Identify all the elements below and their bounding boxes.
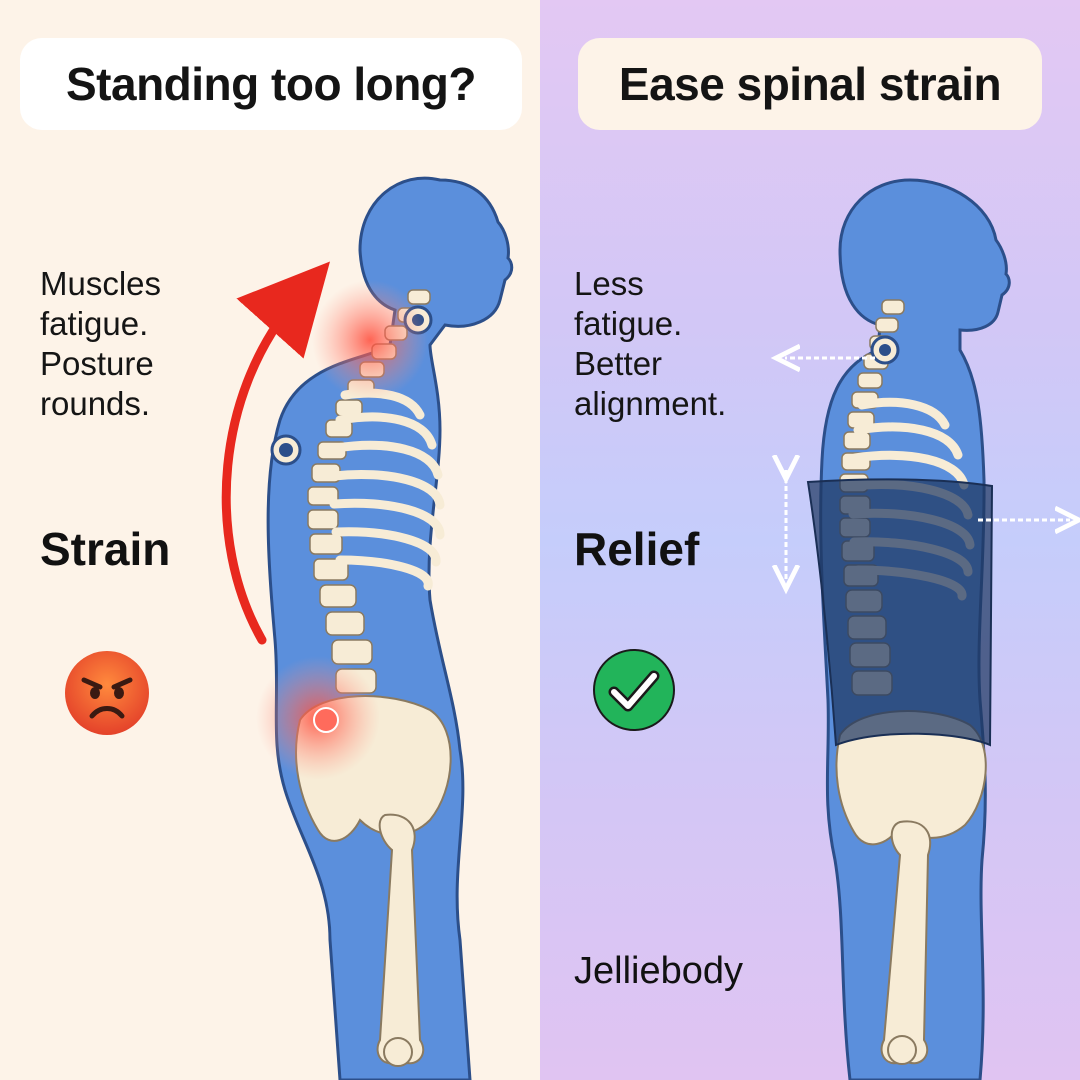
strain-title: Standing too long? [20,38,522,130]
relief-label: Relief [574,523,700,575]
knee-joint [383,1037,413,1067]
strain-panel: Standing too long? Muscles fatigue. Post… [20,38,522,1080]
strained-posture-figure [221,176,514,1080]
rib-cage [329,388,445,591]
support-brace [806,478,994,747]
brand-name: Jelliebody [574,950,743,992]
strain-arrow-icon [221,261,330,645]
strain-label: Strain [40,523,171,575]
neck-pain-glow [312,280,428,400]
relief-title: Ease spinal strain [578,38,1042,130]
angry-face-icon [65,651,149,735]
strain-description: Muscles fatigue. Posture rounds. [40,265,162,422]
aligned-posture-figure [540,178,1080,1080]
knee-joint-aligned [887,1035,917,1065]
relief-panel: Ease spinal strain Less fatigue. Better … [540,0,1080,1080]
relief-description: Less fatigue. Better alignment. [574,265,727,422]
check-mark-icon [593,649,675,731]
